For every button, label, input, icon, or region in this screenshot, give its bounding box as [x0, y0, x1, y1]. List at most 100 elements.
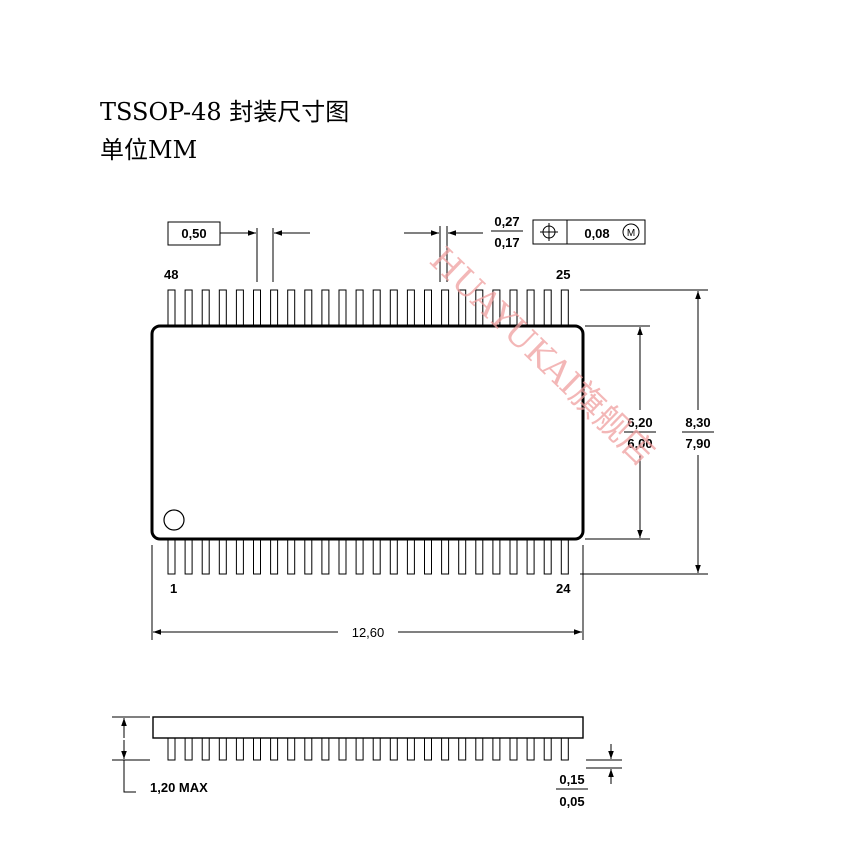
top-pin-lead	[338, 289, 347, 327]
bottom-pin-lead	[338, 538, 347, 575]
body-width-dimension: 6,20 6,00	[585, 325, 656, 540]
bottom-pin-lead	[372, 538, 381, 575]
pin-label-25: 25	[556, 267, 570, 282]
bottom-pin-lead	[355, 538, 364, 575]
bottom-pin-lead	[287, 538, 296, 575]
standoff-min: 0,05	[559, 794, 584, 809]
bottom-pin-lead	[235, 538, 244, 575]
tolerance-value: 0,08	[584, 226, 609, 241]
top-pin-lead	[287, 289, 296, 327]
bottom-pin-lead	[424, 538, 432, 575]
body-width-max: 6,20	[627, 415, 652, 430]
side-pin-lead	[441, 737, 450, 761]
pitch-dimension: 0,50	[167, 221, 310, 282]
position-symbol-icon	[540, 223, 558, 241]
side-view-body	[152, 716, 584, 739]
top-pin-lead	[543, 289, 552, 327]
side-pin-lead	[218, 737, 227, 761]
side-pin-lead	[560, 737, 569, 761]
side-pin-lead	[509, 737, 518, 761]
body-length-dimension: 12,60	[151, 545, 584, 640]
lead-width-min: 0,17	[494, 235, 519, 250]
bottom-pin-lead	[167, 538, 176, 575]
height-max: 1,20 MAX	[150, 780, 208, 795]
bottom-pin-lead	[526, 538, 535, 575]
package-body	[150, 324, 585, 541]
side-pin-lead	[372, 737, 381, 761]
side-pin-lead	[321, 737, 330, 761]
top-pin-lead	[270, 289, 279, 327]
side-pin-lead	[406, 737, 415, 761]
top-pin-lead	[406, 289, 415, 327]
side-view: 1,20 MAX 0,15 0,05	[112, 716, 622, 809]
overall-width-min: 7,90	[685, 436, 710, 451]
bottom-pin-lead	[201, 538, 210, 575]
top-pin-lead	[184, 289, 193, 327]
side-pin-lead	[458, 737, 467, 761]
top-pin-lead	[218, 289, 227, 327]
side-pin-lead	[543, 737, 552, 761]
side-pin-lead	[167, 737, 176, 761]
side-pin-lead	[235, 737, 244, 761]
overall-width-max: 8,30	[685, 415, 710, 430]
pin-label-1: 1	[170, 581, 177, 596]
top-pin-lead	[321, 289, 330, 327]
bottom-pin-lead	[321, 538, 330, 575]
body-width-min: 6,00	[627, 436, 652, 451]
top-pin-lead	[167, 289, 176, 327]
lead-width-dimension: 0,27 0,17	[404, 214, 523, 282]
top-pin-lead	[304, 289, 313, 327]
lead-width-max: 0,27	[494, 214, 519, 229]
side-pin-lead	[526, 737, 535, 761]
position-tolerance-frame: 0,08 M	[532, 219, 646, 245]
pitch-value: 0,50	[181, 226, 206, 241]
bottom-pin-lead	[492, 538, 501, 575]
page-title: TSSOP-48 封装尺寸图	[100, 98, 350, 126]
bottom-pin-lead	[475, 538, 484, 575]
overall-width-dimension: 8,30 7,90	[580, 289, 714, 575]
top-pin-lead	[441, 289, 450, 327]
side-pin-lead	[338, 737, 347, 761]
pin-label-24: 24	[556, 581, 571, 596]
side-pin-lead	[492, 737, 501, 761]
side-pin-lead	[475, 737, 484, 761]
bottom-pin-lead	[458, 538, 467, 575]
side-pin-lead	[287, 737, 296, 761]
side-pin-lead	[424, 737, 432, 761]
side-pin-lead	[184, 737, 193, 761]
bottom-pin-lead	[543, 538, 552, 575]
standoff-max: 0,15	[559, 772, 584, 787]
top-pin-lead	[372, 289, 381, 327]
side-pin-lead	[270, 737, 279, 761]
bottom-pin-lead	[441, 538, 450, 575]
top-pin-lead	[235, 289, 244, 327]
top-pin-lead	[424, 289, 432, 327]
top-pin-lead	[355, 289, 364, 327]
bottom-pin-lead	[304, 538, 313, 575]
side-pin-row	[167, 737, 569, 761]
bottom-pin-lead	[218, 538, 227, 575]
bottom-pin-lead	[253, 538, 261, 575]
top-pin-lead	[389, 289, 398, 327]
bottom-pin-lead	[184, 538, 193, 575]
top-pin-lead	[560, 289, 569, 327]
bottom-pin-lead	[389, 538, 398, 575]
pin-label-48: 48	[164, 267, 178, 282]
unit-label: 单位MM	[100, 136, 198, 164]
side-pin-lead	[355, 737, 364, 761]
bottom-pin-row	[167, 538, 569, 575]
bottom-pin-lead	[406, 538, 415, 575]
bottom-pin-lead	[560, 538, 569, 575]
side-pin-lead	[304, 737, 313, 761]
bottom-pin-lead	[509, 538, 518, 575]
tolerance-modifier: M	[627, 228, 635, 239]
pin1-marker	[163, 509, 185, 531]
top-pin-lead	[201, 289, 210, 327]
side-pin-lead	[201, 737, 210, 761]
side-pin-lead	[253, 737, 261, 761]
side-pin-lead	[389, 737, 398, 761]
bottom-pin-lead	[270, 538, 279, 575]
top-pin-lead	[253, 289, 261, 327]
body-length-value: 12,60	[352, 625, 385, 640]
